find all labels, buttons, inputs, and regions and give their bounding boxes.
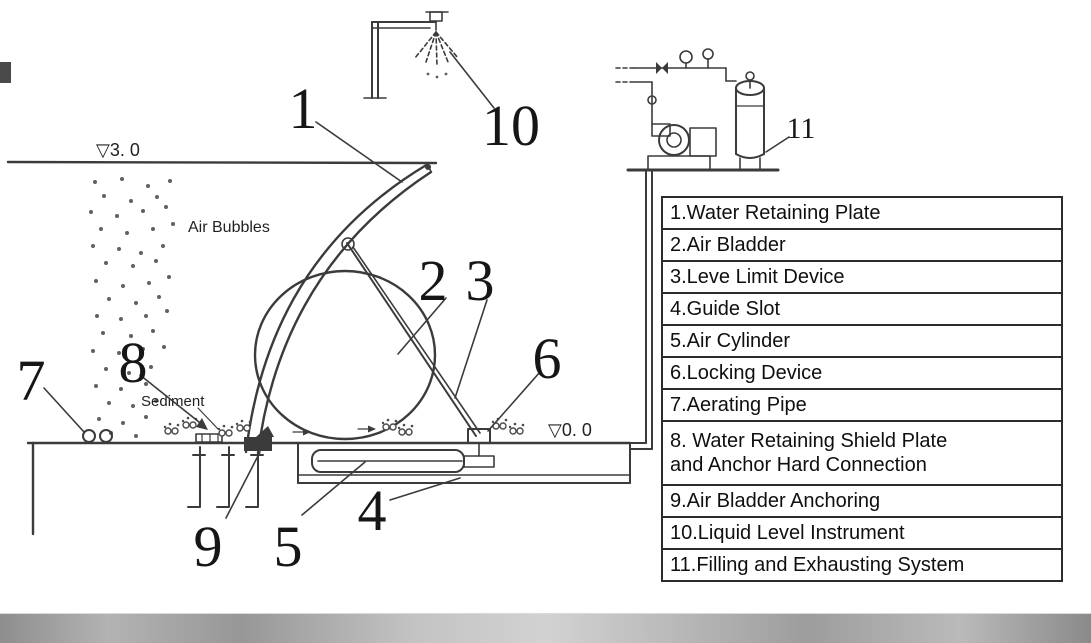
- callout-1: 1: [289, 76, 318, 141]
- callout-4: 4: [358, 478, 387, 543]
- legend-item-9: 9.Air Bladder Anchoring: [661, 484, 1063, 518]
- callout-leaders: [43, 51, 790, 519]
- legend-item-1: 1.Water Retaining Plate: [661, 196, 1063, 230]
- callout-10: 10: [482, 93, 540, 158]
- shield-plate-anchor-connection: [195, 433, 223, 443]
- legend-item-4: 4.Guide Slot: [661, 292, 1063, 326]
- legend-item-11: 11.Filling and Exhausting System: [661, 548, 1063, 582]
- foundation-base: [26, 441, 632, 536]
- liquid-level-instrument: [363, 11, 459, 99]
- air-bladder: [253, 269, 437, 441]
- legend-item-2: 2.Air Bladder: [661, 228, 1063, 262]
- anchor-bolts: [187, 446, 264, 508]
- filling-exhausting-system: [615, 48, 780, 172]
- callout-3: 3: [466, 248, 495, 313]
- legend-item-6: 6.Locking Device: [661, 356, 1063, 390]
- locking-device: [467, 428, 491, 444]
- callout-numbers: 1 2 3 4 5 6 7 8 9 10 11: [17, 76, 816, 579]
- page-edge-mark: [0, 62, 11, 83]
- water-retaining-plate: [244, 162, 433, 455]
- air-cylinder: [311, 442, 495, 473]
- plate-tip-pin: [425, 164, 431, 170]
- callout-7: 7: [17, 348, 46, 413]
- callout-2: 2: [419, 248, 448, 313]
- lower-water-level-label: ▽0. 0: [548, 420, 592, 440]
- callout-5: 5: [274, 514, 303, 579]
- legend-item-3: 3.Leve Limit Device: [661, 260, 1063, 294]
- upper-water-level-label: ▽3. 0: [96, 140, 140, 160]
- callout-6: 6: [533, 326, 562, 391]
- lower-water-level: ▽0. 0: [548, 420, 592, 440]
- callout-11: 11: [787, 112, 816, 145]
- legend-table: 1.Water Retaining Plate 2.Air Bladder 3.…: [661, 196, 1063, 582]
- upper-water-level: ▽3. 0: [6, 140, 438, 165]
- supply-pipe: [629, 169, 653, 450]
- legend-item-10: 10.Liquid Level Instrument: [661, 516, 1063, 550]
- legend-item-8: 8. Water Retaining Shield Plate and Anch…: [661, 420, 1063, 486]
- legend-item-7: 7.Aerating Pipe: [661, 388, 1063, 422]
- aerating-pipe: [82, 429, 113, 443]
- plate-hinge-pin: [341, 237, 355, 251]
- legend-item-5: 5.Air Cylinder: [661, 324, 1063, 358]
- callout-9: 9: [194, 514, 223, 579]
- bladder-anchoring: [244, 426, 274, 451]
- lever-limit-strut: [346, 242, 481, 437]
- bottom-photo-strip: [0, 613, 1091, 643]
- callout-8: 8: [119, 330, 148, 395]
- air-bubbles-region: Air Bubbles: [89, 177, 270, 438]
- air-bubbles-label: Air Bubbles: [188, 219, 270, 236]
